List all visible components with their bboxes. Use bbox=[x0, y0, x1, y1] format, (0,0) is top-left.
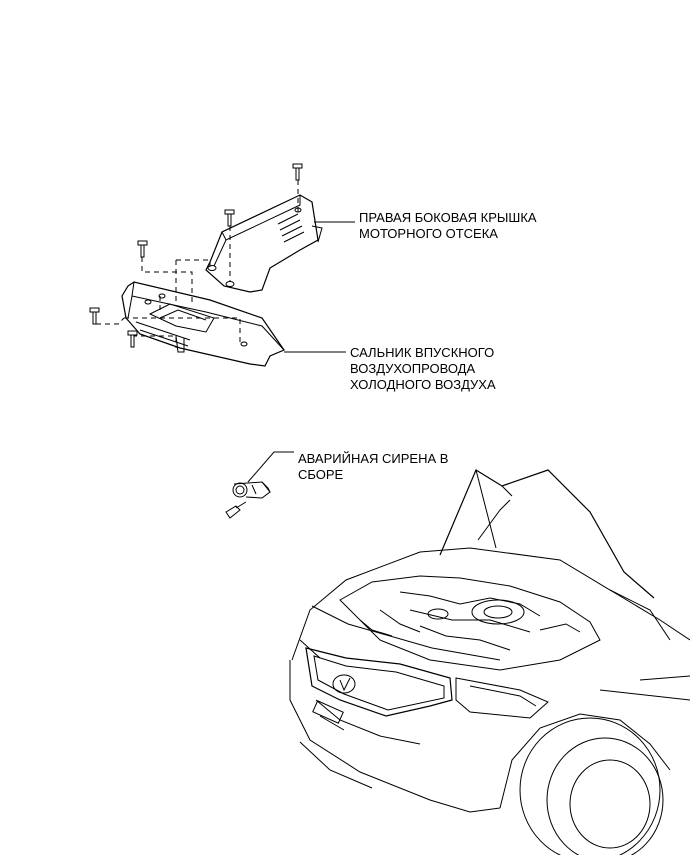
right-engine-cover-label-line2: МОТОРНОГО ОТСЕКА bbox=[359, 226, 498, 241]
clip-3 bbox=[137, 240, 148, 258]
clip-4 bbox=[89, 307, 100, 325]
siren-assembly-label: АВАРИЙНАЯ СИРЕНА В СБОРЕ bbox=[298, 451, 448, 483]
assembly-guide-lines bbox=[96, 180, 299, 348]
leader-lines bbox=[247, 221, 355, 483]
cool-air-intake-seal-label-line3: ХОЛОДНОГО ВОЗДУХА bbox=[350, 377, 496, 392]
right-engine-cover-label: ПРАВАЯ БОКОВАЯ КРЫШКА МОТОРНОГО ОТСЕКА bbox=[359, 210, 537, 242]
right-engine-cover-label-line1: ПРАВАЯ БОКОВАЯ КРЫШКА bbox=[359, 210, 537, 225]
siren-assembly-label-line2: СБОРЕ bbox=[298, 467, 344, 482]
siren-assembly bbox=[225, 481, 271, 519]
clip-1 bbox=[292, 163, 303, 181]
cool-air-intake-seal bbox=[121, 281, 285, 367]
right-engine-cover bbox=[205, 194, 323, 293]
cool-air-intake-seal-label-line1: САЛЬНИК ВПУСКНОГО bbox=[350, 345, 495, 360]
cool-air-intake-seal-label: САЛЬНИК ВПУСКНОГО ВОЗДУХОПРОВОДА ХОЛОДНО… bbox=[350, 345, 496, 393]
clip-2 bbox=[224, 209, 235, 227]
clip-5 bbox=[127, 330, 138, 348]
siren-assembly-label-line1: АВАРИЙНАЯ СИРЕНА В bbox=[298, 451, 449, 466]
cool-air-intake-seal-label-line2: ВОЗДУХОПРОВОДА bbox=[350, 361, 476, 376]
car-illustration bbox=[289, 469, 690, 855]
